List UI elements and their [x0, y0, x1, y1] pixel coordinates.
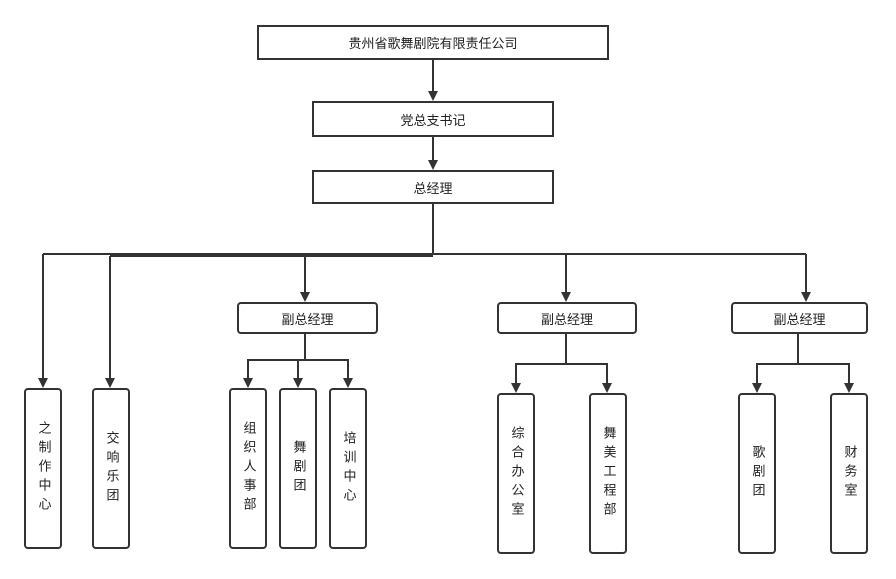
gm-bus-line [43, 204, 434, 255]
deputy2-to-stage-arrow [566, 363, 612, 393]
deputy-manager-node-1: 副总经理 [237, 302, 378, 334]
unit-label: 舞美工程部 [600, 426, 616, 521]
unit-node-opera: 歌剧团 [738, 393, 776, 554]
general-manager-node: 总经理 [312, 170, 554, 204]
unit-node-stage-engineering: 舞美工程部 [589, 393, 627, 554]
unit-label: 歌剧团 [749, 445, 765, 502]
unit-node-training: 培训中心 [329, 388, 367, 549]
unit-node-general-office: 综合办公室 [497, 393, 535, 554]
unit-node-symphony: 交响乐团 [92, 388, 130, 549]
deputy1-branch-line [243, 334, 306, 388]
company-label: 贵州省歌舞剧院有限责任公司 [348, 37, 518, 52]
deputy-manager-label-2: 副总经理 [540, 312, 593, 328]
unit-label: 培训中心 [340, 430, 356, 507]
unit-label: 交响乐团 [103, 430, 119, 507]
deputy-manager-label-3: 副总经理 [773, 312, 826, 328]
deputy-manager-node-2: 副总经理 [497, 302, 637, 334]
deputy3-branch-line [752, 334, 799, 393]
unit-label: 财务室 [841, 445, 857, 502]
deputy3-to-finance-arrow [798, 363, 854, 393]
company-node: 贵州省歌舞剧院有限责任公司 [257, 25, 609, 60]
general-manager-label: 总经理 [413, 181, 453, 197]
deputy-manager-node-3: 副总经理 [731, 302, 868, 334]
unit-label: 之制作中心 [35, 421, 51, 516]
deputy-manager-label-1: 副总经理 [281, 312, 334, 328]
deputy2-branch-line [511, 334, 567, 393]
unit-node-production-center: 之制作中心 [24, 388, 62, 549]
deputy1-to-training-arrow [305, 359, 353, 388]
party-secretary-label: 党总支书记 [400, 113, 466, 129]
unit-label: 综合办公室 [508, 426, 524, 521]
unit-node-finance: 财务室 [830, 393, 868, 554]
unit-node-hr: 组织人事部 [229, 388, 267, 549]
unit-label: 组织人事部 [240, 421, 256, 516]
unit-label: 舞剧团 [290, 440, 306, 497]
unit-node-dance-troupe: 舞剧团 [279, 388, 317, 549]
party-secretary-node: 党总支书记 [312, 101, 554, 137]
